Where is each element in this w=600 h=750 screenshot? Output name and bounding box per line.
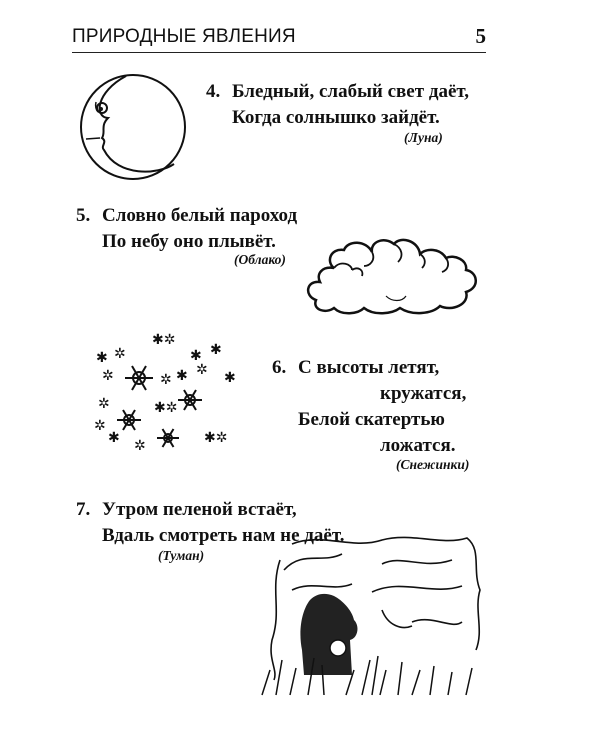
riddle-line: Белой скатертью (298, 409, 445, 430)
svg-text:✱: ✱ (190, 348, 202, 364)
svg-text:✱✲: ✱✲ (154, 400, 177, 416)
riddle-line: Вдаль смотреть нам не даёт. (102, 525, 345, 546)
svg-text:✲: ✲ (160, 372, 172, 388)
riddle-line: С высоты летят, (298, 357, 440, 378)
svg-text:✲: ✲ (114, 346, 126, 362)
page-header: ПРИРОДНЫЕ ЯВЛЕНИЯ 5 (72, 24, 486, 53)
svg-text:✱✲: ✱✲ (152, 332, 175, 348)
answer-cloud: (Облако) (234, 252, 286, 267)
riddle-7: 7.Утром пеленой встаёт, Вдаль смотреть н… (76, 497, 344, 549)
riddle-line: кружатся, (380, 383, 467, 404)
riddle-line: Когда солнышко зайдёт. (232, 107, 440, 128)
svg-text:✱: ✱ (210, 342, 222, 358)
svg-text:✲: ✲ (196, 362, 208, 378)
svg-text:✱: ✱ (224, 370, 236, 386)
answer-moon: (Луна) (404, 130, 443, 145)
answer-snowflakes: (Снежинки) (396, 457, 470, 472)
riddle-line: Словно белый пароход (102, 205, 298, 226)
svg-text:✲: ✲ (134, 438, 146, 454)
moon-icon (80, 74, 186, 180)
riddle-5: 5.Словно белый пароход По небу оно плывё… (76, 203, 297, 255)
svg-text:✲: ✲ (98, 396, 110, 412)
svg-text:✱✲: ✱✲ (204, 430, 227, 446)
answer-fog: (Туман) (158, 548, 205, 563)
cloud-icon (307, 238, 477, 315)
riddle-line: По небу оно плывёт. (102, 231, 276, 252)
svg-text:✱: ✱ (96, 350, 108, 366)
riddle-line: Утром пеленой встаёт, (102, 499, 297, 520)
riddle-line: ложатся. (380, 435, 456, 456)
svg-text:✲: ✲ (94, 418, 106, 434)
riddle-line: Бледный, слабый свет даёт, (232, 81, 470, 102)
hedgehog-in-fog-icon (261, 536, 481, 696)
section-title: ПРИРОДНЫЕ ЯВЛЕНИЯ (72, 26, 296, 47)
svg-text:✱: ✱ (108, 430, 120, 446)
riddle-4: 4.Бледный, слабый свет даёт, Когда солны… (206, 79, 469, 131)
snowflakes-icon: ✱✲✲✱✲ ✱✲✱✲ ✱✲✱✲✲ ✱✲✱✲✱ (94, 332, 236, 454)
riddle-6: 6.С высоты летят, кружатся, Белой скатер… (272, 355, 466, 459)
svg-text:✱: ✱ (176, 368, 188, 384)
page-number: 5 (475, 24, 487, 48)
svg-text:✲: ✲ (102, 368, 114, 384)
